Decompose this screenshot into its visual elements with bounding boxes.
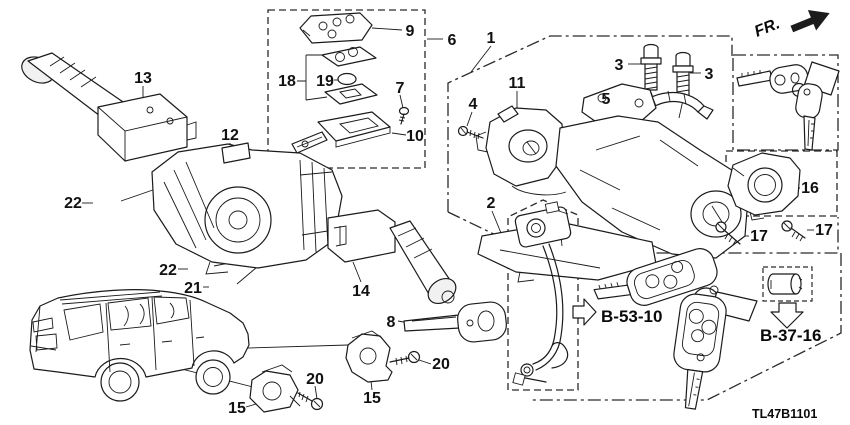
wiper-switch-stalk — [327, 209, 457, 305]
keyfob-lower-case-with-blade — [291, 111, 391, 154]
callout-15a: 15 — [228, 400, 246, 417]
callout-9: 9 — [406, 23, 415, 40]
callout-6: 6 — [448, 32, 457, 49]
callout-5: 5 — [602, 91, 611, 108]
callout-18: 18 — [278, 73, 296, 90]
door-lock-cable-assembly — [512, 201, 572, 386]
keyfob-top-cover — [299, 12, 373, 44]
latch-assembly-right — [345, 330, 393, 383]
keyfob-screw — [398, 106, 410, 125]
screw-4 — [457, 125, 484, 140]
diagram-code: TL47B1101 — [752, 407, 817, 421]
callout-22a: 22 — [64, 195, 82, 212]
screw-17b — [781, 220, 806, 242]
callout-20b: 20 — [432, 356, 450, 373]
master-keys — [736, 61, 840, 151]
callout-10: 10 — [406, 128, 424, 145]
perspective-frame — [530, 253, 842, 401]
screw-17a — [715, 221, 741, 246]
ref-b-53-10[interactable]: B-53-10 — [601, 307, 662, 326]
callout-12: 12 — [221, 127, 239, 144]
lock-cylinder-ref — [767, 273, 803, 295]
callout-3a: 3 — [615, 57, 624, 74]
callout-14: 14 — [352, 283, 370, 300]
callout-11: 11 — [509, 75, 526, 92]
callout-2: 2 — [487, 195, 496, 212]
callout-15b: 15 — [363, 390, 381, 407]
callout-17a: 17 — [750, 228, 768, 245]
callout-7: 7 — [396, 80, 405, 97]
ref-arrow-down — [770, 302, 804, 329]
fr-direction-arrow — [790, 10, 830, 33]
latch-assembly-left — [249, 364, 301, 413]
callout-22b: 22 — [159, 262, 177, 279]
callout-1: 1 — [487, 30, 496, 47]
keyfob-rubber-pad — [324, 83, 378, 105]
keyfob-battery — [337, 72, 357, 86]
vehicle-rear-view — [29, 289, 250, 402]
combination-switch-body — [151, 142, 343, 275]
screw-20b — [389, 350, 421, 366]
headlight-switch-stalk — [21, 52, 197, 162]
callout-20a: 20 — [306, 371, 324, 388]
callout-21: 21 — [184, 280, 202, 297]
bolt-3b — [672, 51, 694, 99]
screw-20a — [297, 391, 324, 411]
ignition-switch — [475, 105, 567, 196]
keyfob-group-box — [267, 9, 426, 169]
fr-label: FR. — [752, 15, 782, 40]
immobilizer-ring — [727, 152, 801, 221]
callout-3b: 3 — [705, 66, 714, 83]
master-keys-box — [732, 54, 839, 151]
callout-13: 13 — [134, 70, 152, 87]
ref-b-37-16[interactable]: B-37-16 — [760, 326, 821, 345]
callout-4: 4 — [469, 96, 478, 113]
callout-16: 16 — [801, 180, 819, 197]
cylinder-ref-box — [762, 266, 813, 302]
keyfob-circuit-board — [321, 46, 377, 67]
callout-17b: 17 — [815, 222, 833, 239]
callout-8: 8 — [387, 314, 396, 331]
remote-flip-keys — [593, 248, 758, 410]
ref-arrow-right — [572, 298, 597, 326]
blank-key — [403, 301, 507, 343]
bolt-3a — [640, 43, 662, 91]
callout-19: 19 — [316, 73, 334, 90]
